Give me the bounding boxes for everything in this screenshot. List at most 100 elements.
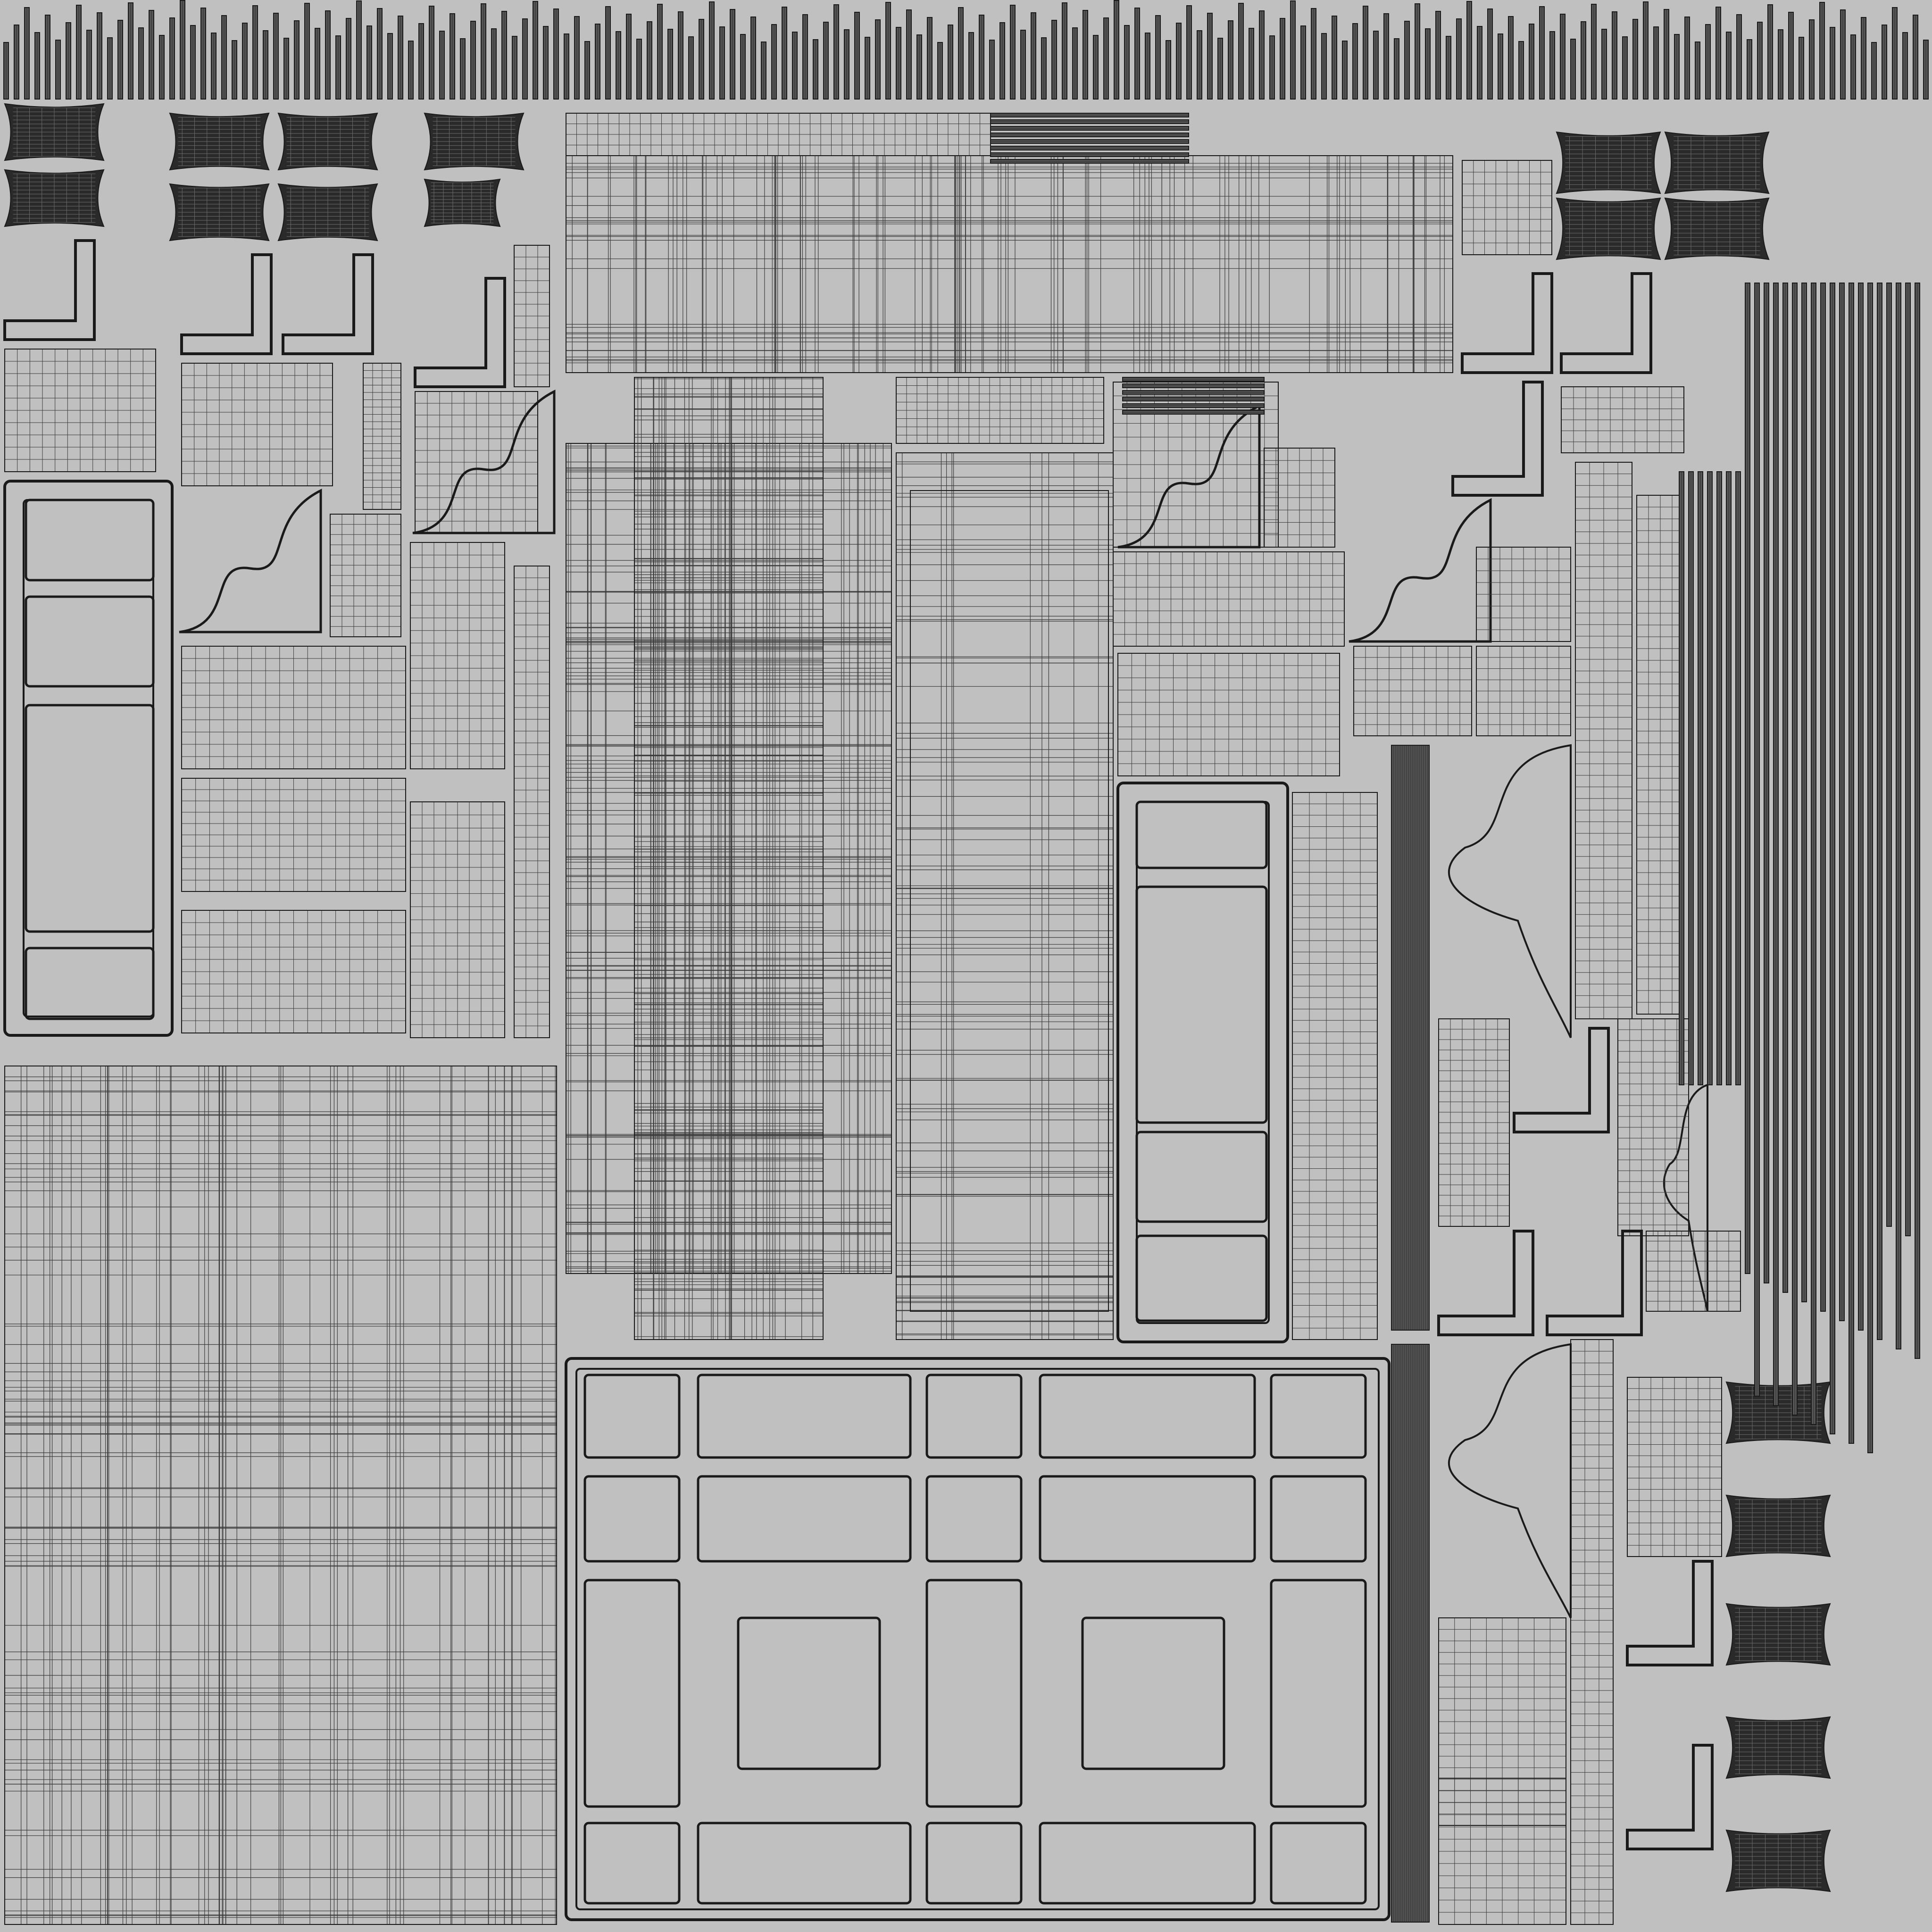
top-strip-165 [1715, 7, 1721, 100]
cushion-left-4 [277, 112, 378, 171]
top-strip-179 [1861, 17, 1866, 100]
right-strip-3960 [1867, 283, 1873, 1453]
bracket-right-3 [1451, 381, 1544, 497]
top-strip-66 [688, 36, 694, 100]
top-strip-150 [1560, 14, 1566, 100]
top-strip-156 [1622, 36, 1628, 100]
top-strip-75 [782, 7, 787, 100]
top-strip-60 [626, 14, 632, 100]
top-strip-80 [833, 4, 839, 100]
center-rail-b-1 [1122, 383, 1265, 388]
top-strip-164 [1705, 24, 1711, 100]
cushion-right-6 [1725, 1494, 1831, 1557]
top-strip-158 [1643, 1, 1649, 100]
top-strip-130 [1352, 23, 1358, 100]
cushion-right-8 [1725, 1716, 1831, 1779]
top-strip-83 [865, 37, 870, 100]
top-strip-89 [927, 17, 933, 100]
top-strip-41 [429, 6, 434, 100]
top-strip-48 [501, 11, 507, 100]
top-strip-52 [543, 26, 549, 100]
top-strip-145 [1508, 16, 1514, 100]
ogee-profile-2 [179, 488, 322, 633]
top-strip-153 [1591, 4, 1597, 100]
right-strip-3940 [1858, 283, 1864, 1331]
top-strip-101 [1051, 20, 1057, 100]
right-strip-3900 [1839, 283, 1845, 1321]
top-strip-24 [252, 5, 258, 100]
top-strip-168 [1747, 39, 1752, 100]
top-strip-117 [1217, 38, 1223, 100]
top-strip-20 [211, 33, 217, 100]
top-strip-175 [1819, 2, 1825, 100]
right-grid-b [1113, 551, 1345, 647]
top-strip-0 [3, 42, 9, 100]
top-strip-137 [1425, 28, 1431, 100]
right-strip-3780 [1782, 283, 1788, 1293]
top-strip-32 [335, 35, 341, 100]
top-strip-105 [1093, 35, 1099, 100]
cushion-right-1 [1556, 131, 1661, 194]
top-strip-36 [377, 8, 383, 100]
top-strip-116 [1207, 13, 1213, 100]
cabinet-door-frame-left [3, 480, 174, 1037]
top-strip-157 [1632, 19, 1638, 100]
top-strip-129 [1342, 41, 1348, 100]
top-strip-78 [813, 39, 818, 100]
center-rail-5 [990, 146, 1189, 150]
top-strip-2 [24, 7, 30, 100]
right-strip-3920 [1849, 283, 1854, 1444]
top-strip-108 [1124, 25, 1130, 100]
right-strip-3840 [1811, 283, 1816, 1425]
right-strip-4000 [1886, 283, 1892, 1227]
bracket-right-7 [1626, 1560, 1714, 1666]
top-strip-34 [356, 0, 362, 100]
top-strip-35 [366, 25, 372, 100]
top-strip-7 [76, 5, 82, 100]
top-strip-115 [1197, 30, 1202, 100]
top-strip-181 [1882, 25, 1887, 100]
bracket-left-3 [282, 253, 374, 355]
top-strip-30 [315, 28, 320, 100]
top-strip-53 [553, 8, 559, 100]
top-strip-138 [1435, 11, 1441, 100]
tall-board-b [634, 377, 824, 1340]
top-strip-127 [1321, 33, 1327, 100]
top-strip-69 [719, 26, 725, 100]
top-strip-8 [86, 30, 92, 100]
top-strip-72 [750, 17, 756, 100]
top-strip-169 [1757, 22, 1763, 100]
top-strip-155 [1612, 11, 1617, 100]
top-strip-70 [730, 9, 735, 100]
bracket-left-4 [414, 277, 506, 388]
right-grid-m [1438, 1778, 1566, 1925]
right-narrow-board [1292, 792, 1378, 1340]
seat-frame-grid-2 [181, 363, 333, 486]
right-grid-e [1476, 547, 1571, 642]
center-rail-b-3 [1122, 397, 1265, 401]
right-mid-strip-3600 [1698, 471, 1703, 1085]
top-strip-161 [1674, 34, 1680, 100]
top-strip-58 [605, 6, 611, 100]
top-strip-185 [1923, 40, 1929, 100]
right-grid-j [1617, 1018, 1689, 1236]
top-strip-68 [709, 1, 715, 100]
top-strip-86 [896, 27, 901, 100]
top-strip-125 [1300, 25, 1306, 100]
center-rail-6 [990, 152, 1189, 157]
top-strip-40 [418, 23, 424, 100]
top-strip-119 [1238, 3, 1244, 100]
top-strip-39 [408, 41, 414, 100]
top-strip-131 [1363, 6, 1368, 100]
top-strip-43 [450, 13, 455, 100]
top-strip-95 [989, 40, 995, 100]
top-strip-22 [232, 40, 237, 100]
top-strip-183 [1902, 32, 1908, 100]
bracket-right-1 [1461, 272, 1553, 374]
bracket-right-2 [1560, 272, 1652, 374]
top-strip-98 [1020, 30, 1026, 100]
bracket-right-8 [1626, 1744, 1714, 1850]
top-strip-177 [1840, 9, 1846, 100]
top-strip-73 [761, 42, 766, 100]
top-strip-51 [533, 1, 538, 100]
